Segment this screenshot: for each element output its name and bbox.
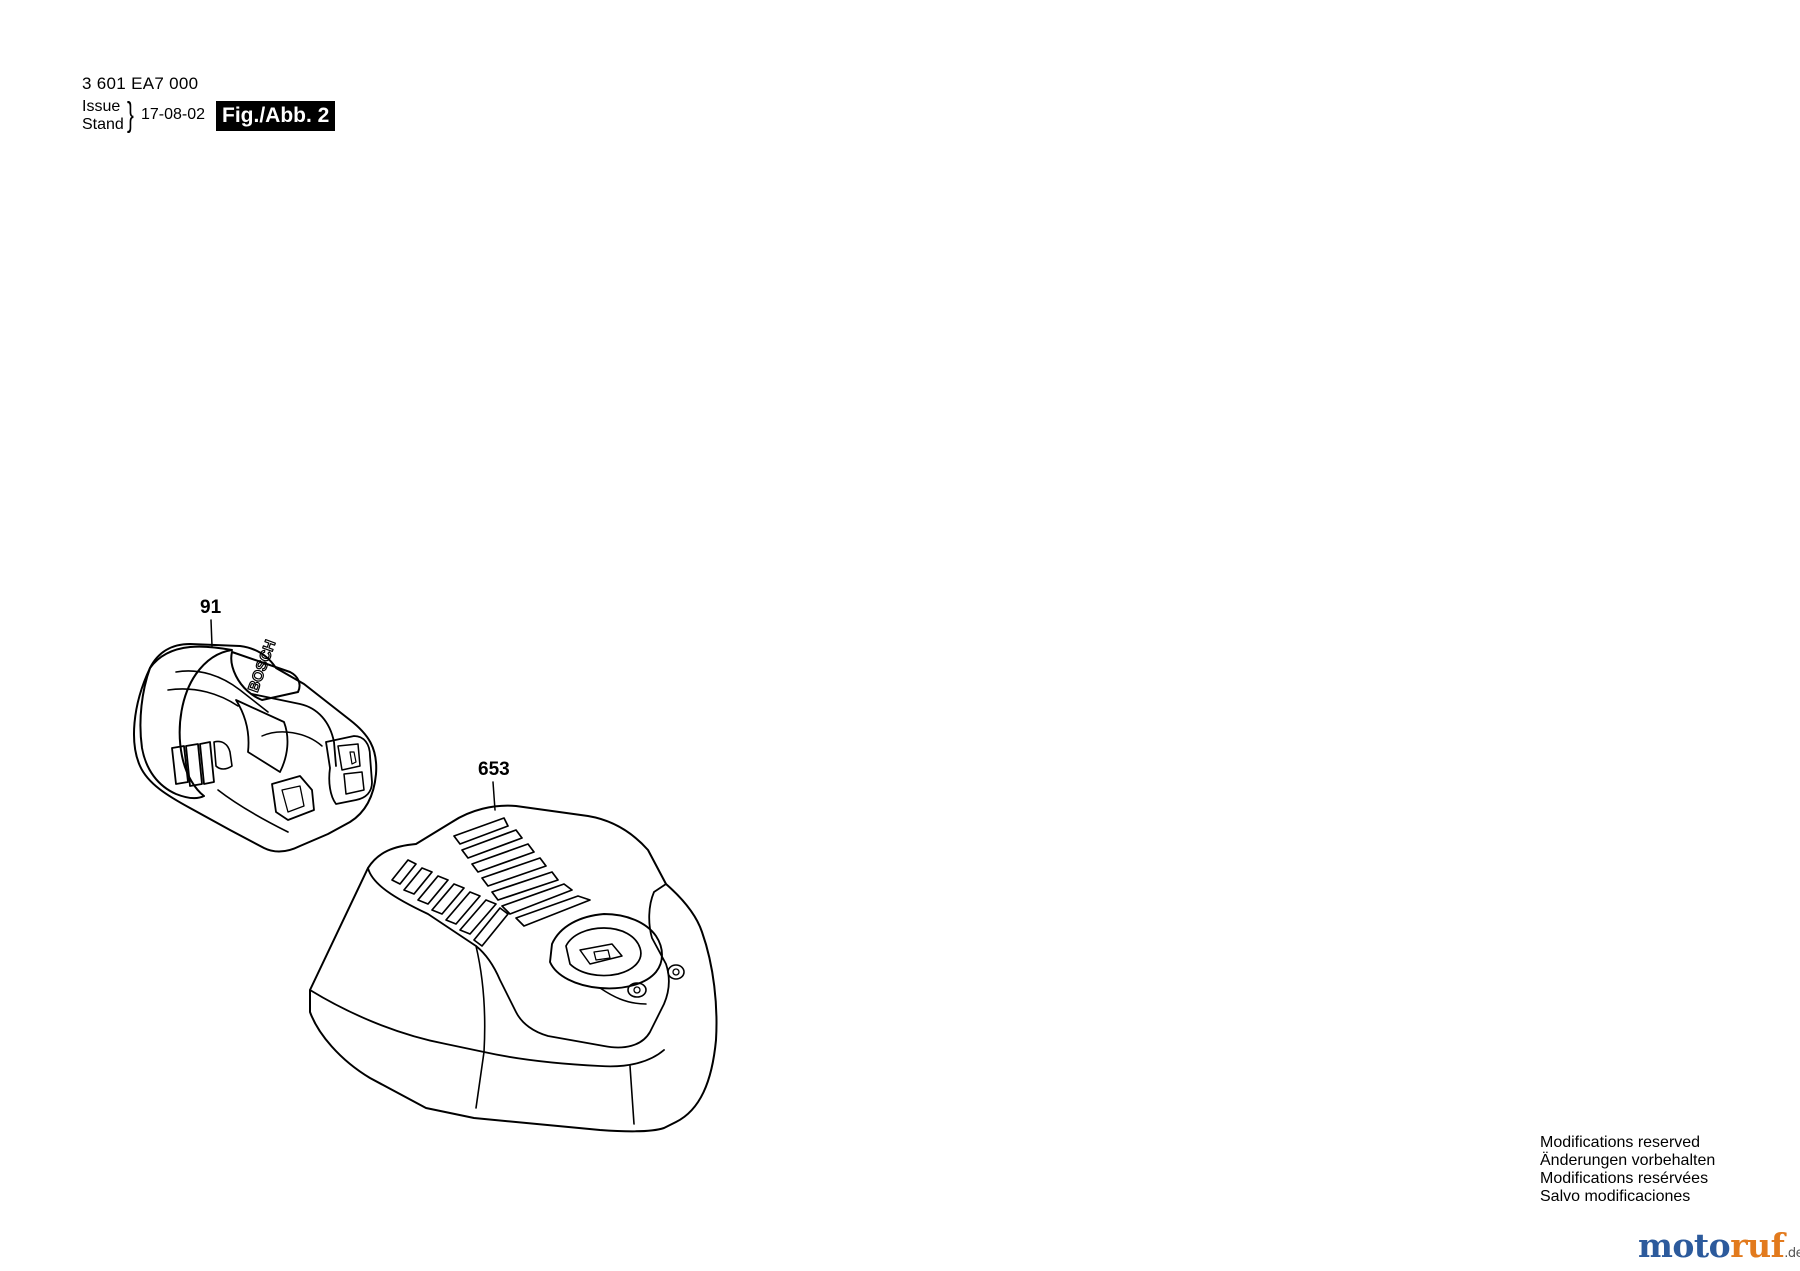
charger-leader-line: [492, 781, 496, 811]
callout-battery-91: 91: [200, 597, 222, 618]
battery-end-cap: [139, 645, 233, 800]
issue-label-en: Issue: [82, 98, 121, 115]
issue-brace: }: [127, 96, 134, 134]
charger-body-outline: [309, 804, 718, 1133]
charger-right-vents: [453, 817, 591, 927]
callout-charger-653: 653: [478, 759, 510, 780]
watermark-tld: .de: [1784, 1246, 1800, 1261]
mods-line-en: Modifications reserved: [1540, 1134, 1701, 1151]
issue-date: 17-08-02: [141, 106, 206, 123]
charger-led-hole-2: [667, 964, 685, 980]
mods-line-es: Salvo modificaciones: [1540, 1188, 1691, 1205]
watermark-part1: moto: [1638, 1226, 1731, 1265]
issue-label-de: Stand: [82, 116, 124, 133]
charger-top-surface: [367, 867, 670, 1049]
mods-line-fr: Modifications resérvées: [1540, 1170, 1709, 1187]
mods-line-de: Änderungen vorbehalten: [1540, 1152, 1716, 1169]
battery-grip-ribs: [171, 741, 215, 787]
part-number: 3 601 EA7 000: [82, 74, 199, 93]
battery-terminal-block: [325, 735, 373, 805]
battery-logo-plate: [230, 651, 301, 701]
charger-653: [309, 781, 718, 1133]
watermark-part2: ruf: [1730, 1226, 1785, 1265]
battery-release-latch: [271, 775, 315, 821]
header-block: 3 601 EA7 000 Issue Stand } 17-08-02 Fig…: [0, 0, 420, 150]
charger-left-vents: [391, 859, 509, 947]
charger-battery-pocket: [549, 913, 663, 990]
modifications-notice: Modifications reserved Änderungen vorbeh…: [1540, 1134, 1715, 1206]
charger-led-hole-1: [627, 982, 647, 998]
battery-body-outline: [133, 643, 378, 853]
motoruf-watermark: motoruf.de: [1638, 1226, 1800, 1265]
battery-leader-line: [210, 619, 213, 647]
figure-badge: Fig./Abb. 2: [216, 101, 336, 131]
issue-labels: Issue Stand: [82, 98, 124, 134]
battery-pack-91: BOSCH: [133, 619, 378, 853]
